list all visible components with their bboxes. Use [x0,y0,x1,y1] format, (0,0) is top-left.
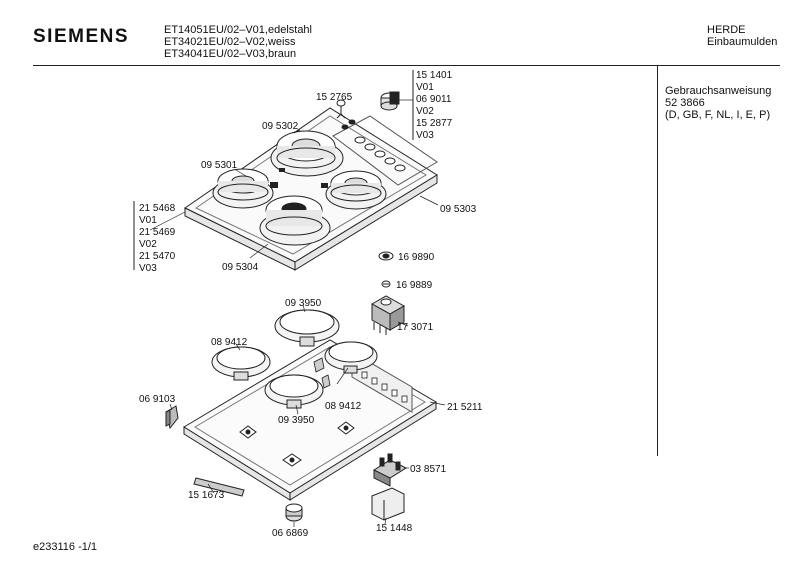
label-093950-rear: 09 3950 [285,298,322,309]
product-category: HERDE Einbaumulden [707,24,777,48]
label-v03-knob: V03 [416,130,434,141]
foot [285,503,303,522]
label-069011: 06 9011 [416,94,452,105]
label-v03-plate: V03 [139,263,157,274]
strain-relief [193,477,245,497]
label-069103: 06 9103 [139,394,176,405]
hotplate-connectors [270,168,328,188]
label-v01-plate: V01 [139,215,157,226]
terminal-block [372,453,408,487]
document-id: e233116 -1/1 [33,541,98,553]
insulation-ring-right [324,341,378,374]
label-169889: 16 9889 [396,280,433,291]
label-v02-plate: V02 [139,239,157,250]
label-093950-front: 09 3950 [278,415,315,426]
label-089412-left: 08 9412 [211,337,248,348]
model-list: ET14051EU/02–V01,edelstahl ET34021EU/02–… [164,24,312,60]
label-215468: 21 5468 [139,203,176,214]
label-215470: 21 5470 [139,251,176,262]
label-215211: 21 5211 [447,402,483,413]
label-v01-knob: V01 [416,82,434,93]
label-173071: 17 3071 [397,322,434,333]
label-215469: 21 5469 [139,227,176,238]
label-095301: 09 5301 [201,160,238,171]
label-151448: 15 1448 [376,523,413,534]
tray-vents [361,371,408,403]
label-151673: 15 1673 [188,490,225,501]
side-panel-divider [657,66,658,456]
label-066869: 06 6869 [272,528,309,539]
manual-number: 52 3866 [665,97,705,109]
manual-title: Gebrauchsanweisung [665,85,772,97]
label-152765: 15 2765 [316,92,353,103]
cable-clamp [371,487,405,521]
label-095303: 09 5303 [440,204,477,215]
label-152877: 15 2877 [416,118,453,129]
nut [381,280,391,288]
insulation-ring-rear [274,309,340,347]
fixing-pin [336,99,346,119]
insulation-ring-left [211,346,271,381]
leader-lines-lower [169,304,446,527]
hotplate-rear [270,130,344,177]
leader-lines-upper [149,99,439,259]
clips [313,357,331,389]
spacer-ring [378,251,394,261]
hotplate-front [259,195,331,246]
label-151401: 15 1401 [416,70,453,81]
header-divider [33,65,780,66]
hotplate-right [325,170,387,210]
category-line-2: Einbaumulden [707,36,778,48]
model-line-3: ET34041EU/02–V03,braun [164,48,297,60]
label-v02-knob: V02 [416,106,434,117]
control-knob-slots [341,119,406,172]
energy-regulator [370,295,406,335]
insulation-ring-front [264,374,324,409]
part-labels: 15 1401 V01 06 9011 V02 15 2877 V03 15 2… [139,70,483,539]
control-knob [380,91,400,111]
leader-regulator [397,321,409,327]
manual-reference: Gebrauchsanweisung 52 3866 (D, GB, F, NL… [665,85,771,121]
label-095304: 09 5304 [222,262,259,273]
label-095302: 09 5302 [262,121,299,132]
label-038571: 03 8571 [410,464,447,475]
category-line-1: HERDE [707,24,746,36]
model-line-1: ET14051EU/02–V01,edelstahl [164,24,312,36]
model-line-2: ET34021EU/02–V02,weiss [164,36,296,48]
mounting-brackets [239,421,355,467]
manual-languages: (D, GB, F, NL, I, E, P) [665,109,771,121]
label-089412-right: 08 9412 [325,401,362,412]
label-169890: 16 9890 [398,252,435,263]
hotplate-left [212,168,274,209]
terminal-clip [165,405,179,430]
brand-logo: SIEMENS [33,26,130,47]
